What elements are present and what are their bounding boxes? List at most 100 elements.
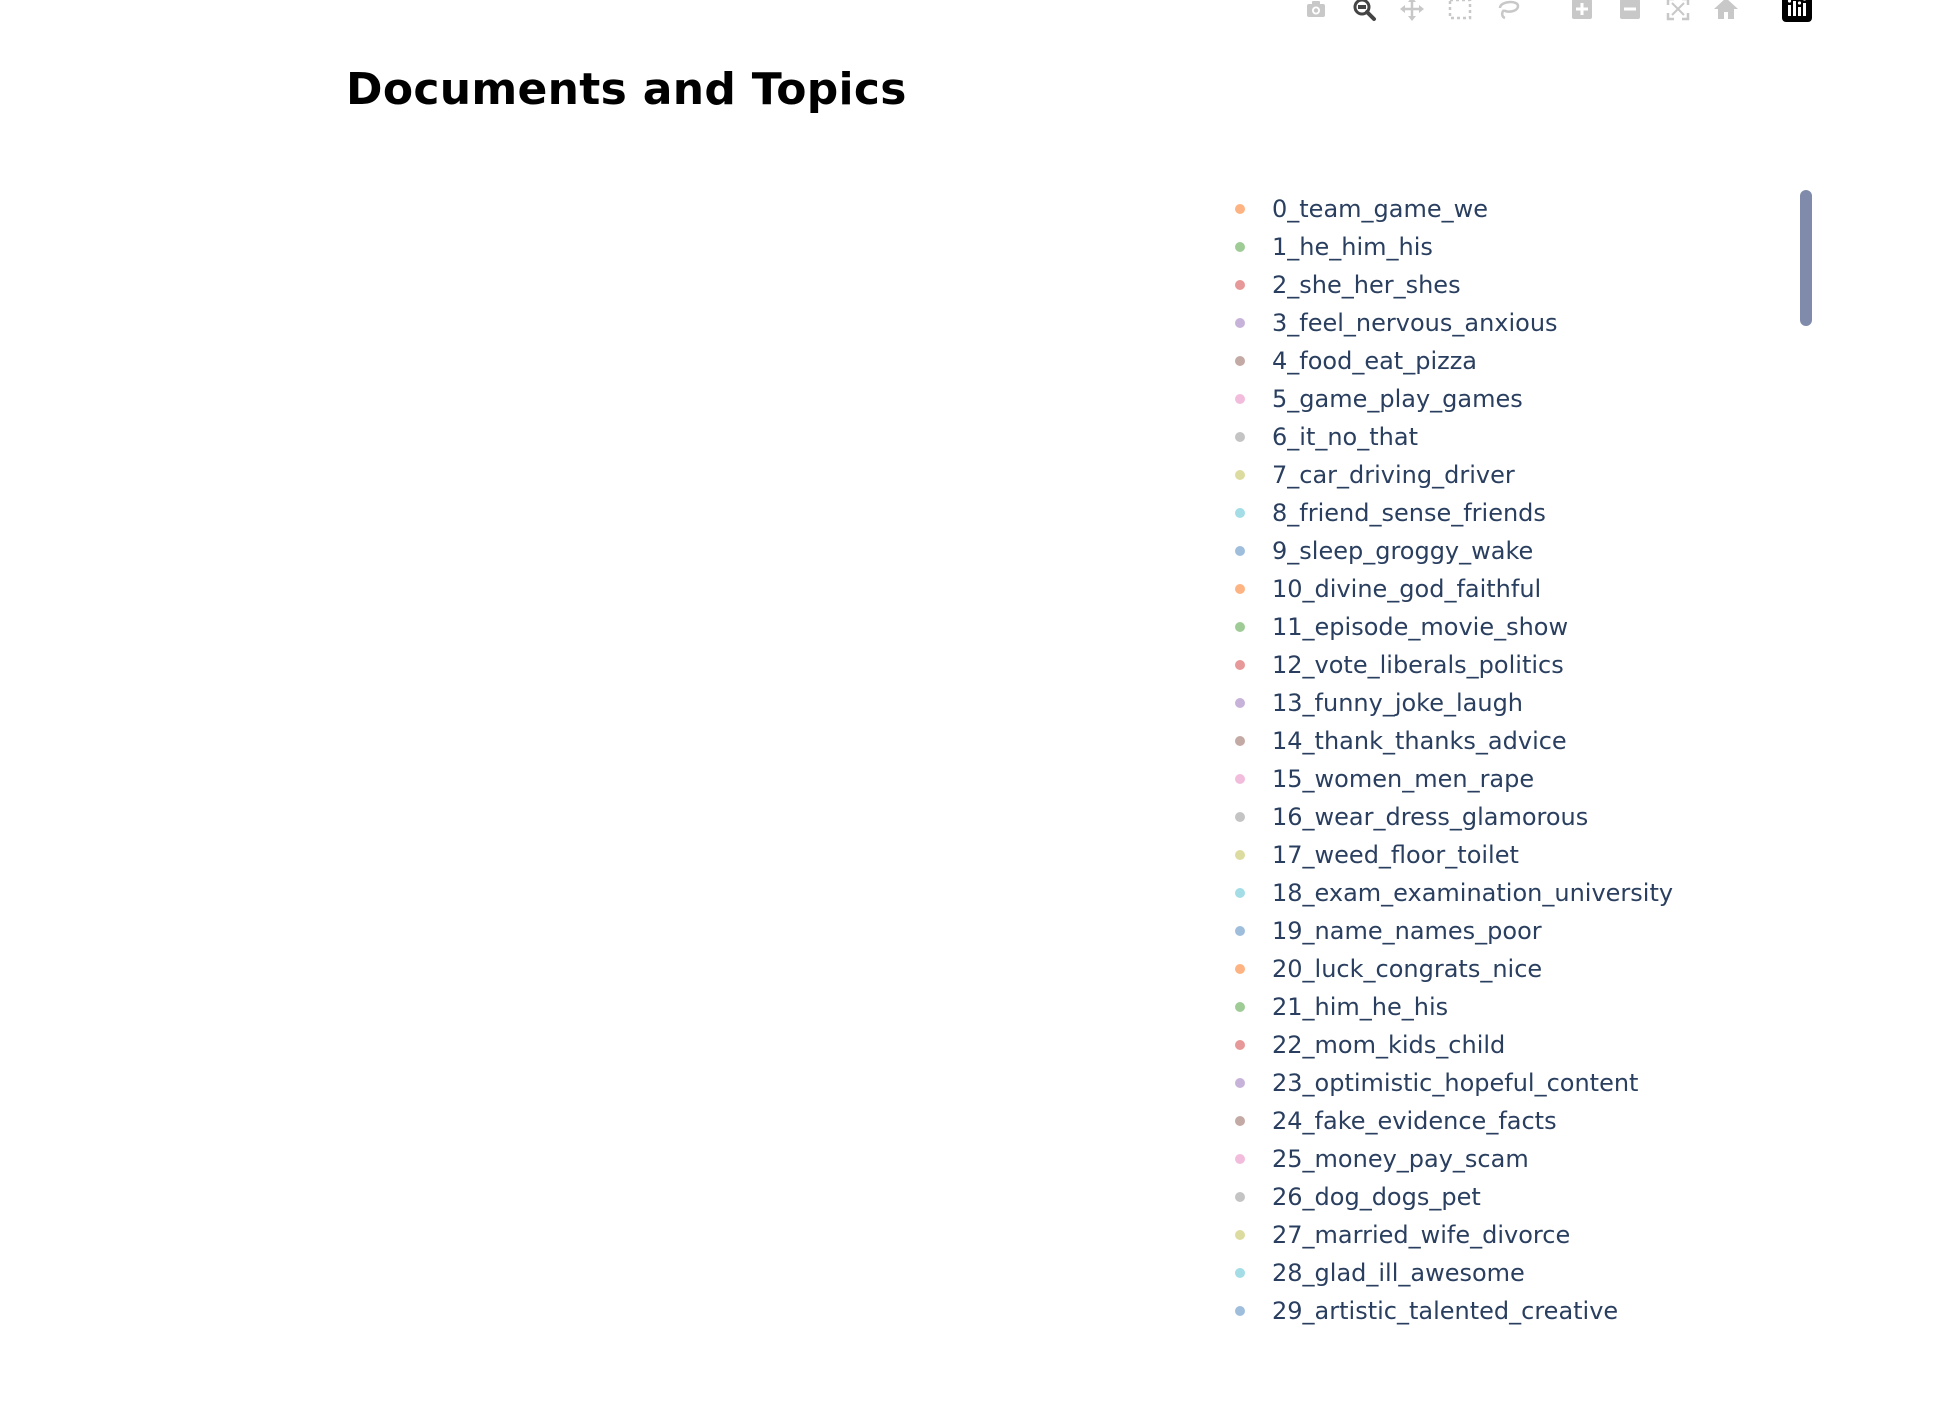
- zoom-icon: [1353, 0, 1376, 21]
- autoscale-icon: [1666, 0, 1690, 21]
- legend-marker: [1235, 432, 1245, 442]
- plotly-logo-icon: [1782, 0, 1812, 22]
- legend-label: 13_funny_joke_laugh: [1272, 689, 1524, 717]
- pan-button[interactable]: [1394, 0, 1430, 26]
- legend-marker: [1235, 698, 1245, 708]
- lasso-select-icon: [1498, 0, 1520, 20]
- box-select-icon: [1448, 0, 1472, 20]
- legend-item[interactable]: 18_exam_examination_university: [1224, 874, 1673, 912]
- legend-item[interactable]: 24_fake_evidence_facts: [1224, 1102, 1557, 1140]
- legend-item[interactable]: 5_game_play_games: [1224, 380, 1523, 418]
- legend-item[interactable]: 1_he_him_his: [1224, 228, 1433, 266]
- legend-label: 9_sleep_groggy_wake: [1272, 537, 1534, 565]
- legend-item[interactable]: 11_episode_movie_show: [1224, 608, 1568, 646]
- legend-label: 4_food_eat_pizza: [1272, 347, 1478, 375]
- zoom-button[interactable]: [1346, 0, 1382, 26]
- box-select-button[interactable]: [1442, 0, 1478, 26]
- legend-marker: [1235, 1002, 1245, 1012]
- legend-item[interactable]: 7_car_driving_driver: [1224, 456, 1515, 494]
- legend-label: 2_she_her_shes: [1272, 271, 1461, 299]
- legend-item[interactable]: 4_food_eat_pizza: [1224, 342, 1477, 380]
- legend-label: 26_dog_dogs_pet: [1272, 1183, 1481, 1211]
- legend-marker: [1235, 812, 1245, 822]
- legend-marker: [1235, 318, 1245, 328]
- legend-label: 11_episode_movie_show: [1272, 613, 1569, 641]
- legend-item[interactable]: 19_name_names_poor: [1224, 912, 1542, 950]
- legend-marker: [1235, 1078, 1245, 1088]
- home-icon: [1714, 0, 1738, 19]
- legend-item[interactable]: 2_she_her_shes: [1224, 266, 1461, 304]
- legend-marker: [1235, 926, 1245, 936]
- legend-label: 12_vote_liberals_politics: [1272, 651, 1564, 679]
- plotly-logo-button[interactable]: [1776, 0, 1812, 26]
- legend-label: 21_him_he_his: [1272, 993, 1449, 1021]
- legend-marker: [1235, 584, 1245, 594]
- legend-scrollbar[interactable]: [1800, 190, 1812, 326]
- autoscale-button[interactable]: [1660, 0, 1696, 26]
- legend-item[interactable]: 28_glad_ill_awesome: [1224, 1254, 1525, 1292]
- legend-marker: [1235, 1154, 1245, 1164]
- legend-marker: [1235, 1230, 1245, 1240]
- legend-marker: [1235, 736, 1245, 746]
- pan-icon: [1400, 0, 1424, 21]
- legend-label: 18_exam_examination_university: [1272, 879, 1674, 907]
- legend-item[interactable]: 22_mom_kids_child: [1224, 1026, 1505, 1064]
- legend-label: 17_weed_floor_toilet: [1272, 841, 1519, 869]
- legend-marker: [1235, 204, 1245, 214]
- legend-item[interactable]: 29_artistic_talented_creative: [1224, 1292, 1618, 1330]
- legend-item[interactable]: 3_feel_nervous_anxious: [1224, 304, 1558, 342]
- legend-marker: [1235, 964, 1245, 974]
- legend-item[interactable]: 15_women_men_rape: [1224, 760, 1534, 798]
- legend-label: 3_feel_nervous_anxious: [1272, 309, 1558, 337]
- zoom-out-button[interactable]: [1612, 0, 1648, 26]
- legend-item[interactable]: 27_married_wife_divorce: [1224, 1216, 1570, 1254]
- legend-marker: [1235, 1116, 1245, 1126]
- legend-marker: [1235, 508, 1245, 518]
- legend-item[interactable]: 12_vote_liberals_politics: [1224, 646, 1564, 684]
- legend-item[interactable]: 0_team_game_we: [1224, 190, 1488, 228]
- legend-marker: [1235, 622, 1245, 632]
- chart-title: Documents and Topics: [346, 64, 907, 115]
- legend-label: 28_glad_ill_awesome: [1272, 1259, 1525, 1287]
- legend-item[interactable]: 16_wear_dress_glamorous: [1224, 798, 1588, 836]
- legend-marker: [1235, 394, 1245, 404]
- legend-label: 22_mom_kids_child: [1272, 1031, 1506, 1059]
- legend-marker: [1235, 850, 1245, 860]
- legend-label: 16_wear_dress_glamorous: [1272, 803, 1589, 831]
- legend-label: 25_money_pay_scam: [1272, 1145, 1529, 1173]
- legend-label: 29_artistic_talented_creative: [1272, 1297, 1619, 1325]
- home-button[interactable]: [1708, 0, 1744, 26]
- legend-marker: [1235, 660, 1245, 670]
- camera-button[interactable]: [1298, 0, 1334, 26]
- legend-label: 0_team_game_we: [1272, 195, 1489, 223]
- legend-label: 8_friend_sense_friends: [1272, 499, 1546, 527]
- legend-item[interactable]: 9_sleep_groggy_wake: [1224, 532, 1533, 570]
- legend-label: 24_fake_evidence_facts: [1272, 1107, 1557, 1135]
- plot-area[interactable]: [0, 150, 1200, 1330]
- legend-item[interactable]: 14_thank_thanks_advice: [1224, 722, 1567, 760]
- legend-marker: [1235, 1306, 1245, 1316]
- legend-item[interactable]: 21_him_he_his: [1224, 988, 1448, 1026]
- zoom-in-icon: [1572, 0, 1592, 19]
- legend-marker: [1235, 356, 1245, 366]
- legend-item[interactable]: 23_optimistic_hopeful_content: [1224, 1064, 1638, 1102]
- legend-label: 14_thank_thanks_advice: [1272, 727, 1567, 755]
- legend-item[interactable]: 10_divine_god_faithful: [1224, 570, 1541, 608]
- legend-item[interactable]: 25_money_pay_scam: [1224, 1140, 1529, 1178]
- legend-label: 7_car_driving_driver: [1272, 461, 1515, 489]
- lasso-select-button[interactable]: [1490, 0, 1526, 26]
- legend-label: 23_optimistic_hopeful_content: [1272, 1069, 1639, 1097]
- legend-marker: [1235, 546, 1245, 556]
- zoom-in-button[interactable]: [1564, 0, 1600, 26]
- legend-item[interactable]: 8_friend_sense_friends: [1224, 494, 1546, 532]
- legend-marker: [1235, 888, 1245, 898]
- legend-label: 27_married_wife_divorce: [1272, 1221, 1571, 1249]
- camera-icon: [1307, 1, 1325, 17]
- legend-item[interactable]: 13_funny_joke_laugh: [1224, 684, 1523, 722]
- legend-marker: [1235, 1192, 1245, 1202]
- legend-item[interactable]: 26_dog_dogs_pet: [1224, 1178, 1481, 1216]
- legend-item[interactable]: 6_it_no_that: [1224, 418, 1418, 456]
- legend-item[interactable]: 20_luck_congrats_nice: [1224, 950, 1542, 988]
- legend-item[interactable]: 17_weed_floor_toilet: [1224, 836, 1519, 874]
- legend-marker: [1235, 470, 1245, 480]
